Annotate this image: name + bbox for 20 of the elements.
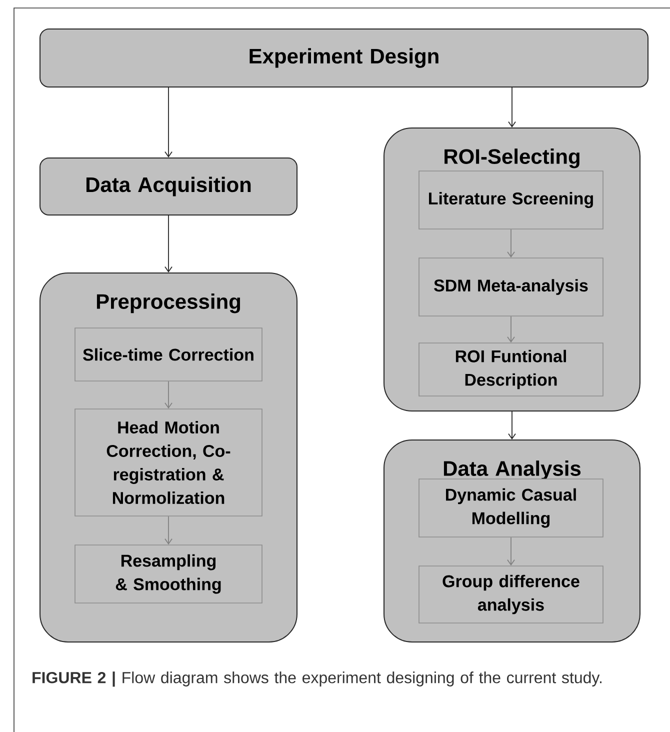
step-box: Head Motion Correction, Co-registration & Normolization xyxy=(74,408,262,516)
arrow xyxy=(164,380,172,409)
step-box: Resampling & Smoothing xyxy=(74,544,262,604)
step-box: Slice-time Correction xyxy=(74,328,262,382)
arrow xyxy=(507,536,515,566)
process-box: Data Acquisition xyxy=(40,158,298,216)
step-box: ROI Funtional Description xyxy=(418,342,604,396)
arrow xyxy=(507,316,515,343)
figure-caption: FIGURE 2 | Flow diagram shows the experiment designing of the current study. xyxy=(32,672,602,687)
step-box: Literature Screening xyxy=(418,170,604,230)
process-box: Experiment Design xyxy=(40,28,648,88)
step-box: Group difference analysis xyxy=(418,566,604,624)
step-box: SDM Meta-analysis xyxy=(418,258,604,316)
arrow xyxy=(164,215,172,272)
arrow xyxy=(507,228,515,258)
step-box: Dynamic Casual Modelling xyxy=(418,478,604,538)
arrow xyxy=(508,87,516,128)
arrow xyxy=(508,411,516,440)
arrow xyxy=(164,87,172,158)
arrow xyxy=(164,516,172,545)
